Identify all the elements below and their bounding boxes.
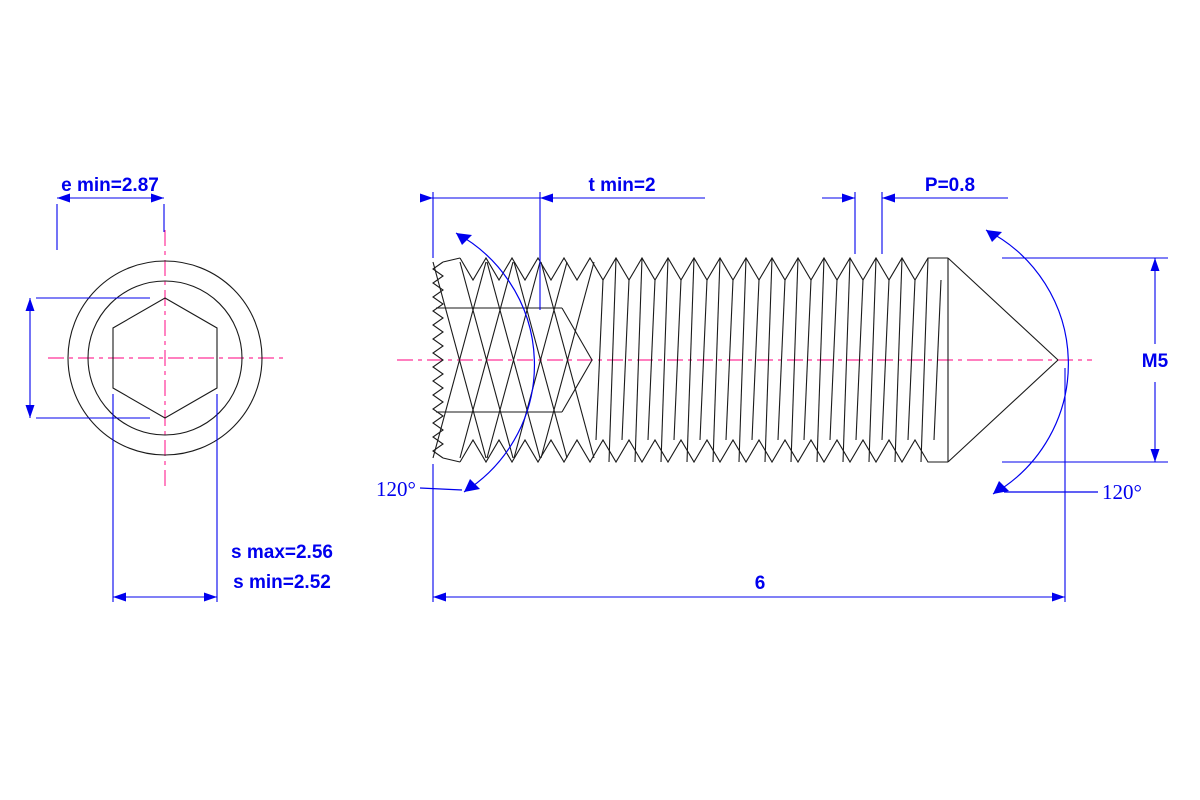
cone-point-top xyxy=(947,257,1059,361)
thread-line xyxy=(920,257,929,463)
thread-line xyxy=(540,261,595,459)
arrowhead xyxy=(25,405,35,418)
thread-line xyxy=(673,279,682,441)
left-angle-arc xyxy=(455,232,536,493)
dimension-arrows xyxy=(25,193,1160,602)
thread-line xyxy=(459,261,514,459)
arrowhead xyxy=(1150,449,1160,462)
thread-line xyxy=(829,279,838,441)
thread-line xyxy=(751,279,760,441)
thread-line xyxy=(894,257,903,463)
arrowhead xyxy=(151,193,164,203)
left-end-edge xyxy=(432,261,444,459)
centerlines xyxy=(48,230,1092,488)
thread-line xyxy=(699,279,708,441)
outer-circle xyxy=(67,260,263,456)
thread-line xyxy=(621,279,630,441)
right-angle-arc xyxy=(985,229,1069,495)
left-angle-leader xyxy=(419,487,463,491)
arrowhead xyxy=(57,193,70,203)
thread-line xyxy=(608,257,617,463)
thread-line xyxy=(868,257,877,463)
thread-line xyxy=(933,279,942,441)
arrowhead xyxy=(993,481,1009,494)
cone-point-bottom xyxy=(947,359,1059,463)
s-max-label: s max=2.56 xyxy=(231,542,333,563)
arrowhead xyxy=(25,298,35,311)
arrowhead xyxy=(420,193,433,203)
thread-profile-top xyxy=(459,256,948,282)
pitch-label: P=0.8 xyxy=(925,175,975,196)
thread-line xyxy=(725,279,734,441)
arrowhead xyxy=(433,592,446,602)
thread-line xyxy=(486,261,541,459)
chamfer-hatch xyxy=(432,261,595,459)
thread-line xyxy=(432,261,487,459)
thread-line xyxy=(712,257,721,463)
arrowhead xyxy=(113,592,126,602)
thread-line xyxy=(790,257,799,463)
thread-size-label: M5 xyxy=(1142,351,1169,372)
angle-arc-arrows xyxy=(456,230,1009,494)
thread-line xyxy=(764,257,773,463)
thread-line xyxy=(513,261,568,459)
socket-cone-top xyxy=(561,307,593,361)
side-view xyxy=(432,256,1059,464)
labels: e min=2.87 t min=2 P=0.8 M5 s max=2.56 s… xyxy=(61,175,1168,594)
thread-line xyxy=(738,257,747,463)
chamfer-circle xyxy=(87,280,243,436)
thread-line xyxy=(803,279,812,441)
hex-socket-outline xyxy=(112,297,218,419)
arrowhead xyxy=(986,230,1002,242)
socket-cone-bottom xyxy=(561,359,593,413)
s-min-label: s min=2.52 xyxy=(233,572,331,593)
thread-line xyxy=(842,257,851,463)
arrowhead xyxy=(882,193,895,203)
thread-line xyxy=(907,279,916,441)
arrowhead xyxy=(464,479,480,492)
arrowhead xyxy=(204,592,217,602)
arrowhead xyxy=(842,193,855,203)
thread-line xyxy=(660,257,669,463)
thread-line xyxy=(855,279,864,441)
arrowhead xyxy=(456,233,472,245)
thread-profile-bottom xyxy=(459,438,948,464)
arrowhead xyxy=(1052,592,1065,602)
e-min-label: e min=2.87 xyxy=(61,175,159,196)
left-chamfer-top xyxy=(442,257,461,263)
thread-line xyxy=(595,279,604,441)
end-view xyxy=(67,260,263,456)
dimension-lines xyxy=(29,192,1168,602)
right-angle-label: 120° xyxy=(1102,480,1142,504)
t-min-label: t min=2 xyxy=(588,175,655,196)
length-label: 6 xyxy=(755,573,766,594)
arrowhead xyxy=(1150,258,1160,271)
arrowhead xyxy=(540,193,553,203)
thread-line xyxy=(647,279,656,441)
thread-line xyxy=(816,257,825,463)
thread-line xyxy=(777,279,786,441)
left-angle-label: 120° xyxy=(376,477,416,501)
thread-flanks xyxy=(595,257,942,463)
thread-line xyxy=(634,257,643,463)
thread-line xyxy=(686,257,695,463)
thread-line xyxy=(881,279,890,441)
angle-arcs xyxy=(419,229,1098,495)
left-chamfer-bottom xyxy=(442,457,461,463)
